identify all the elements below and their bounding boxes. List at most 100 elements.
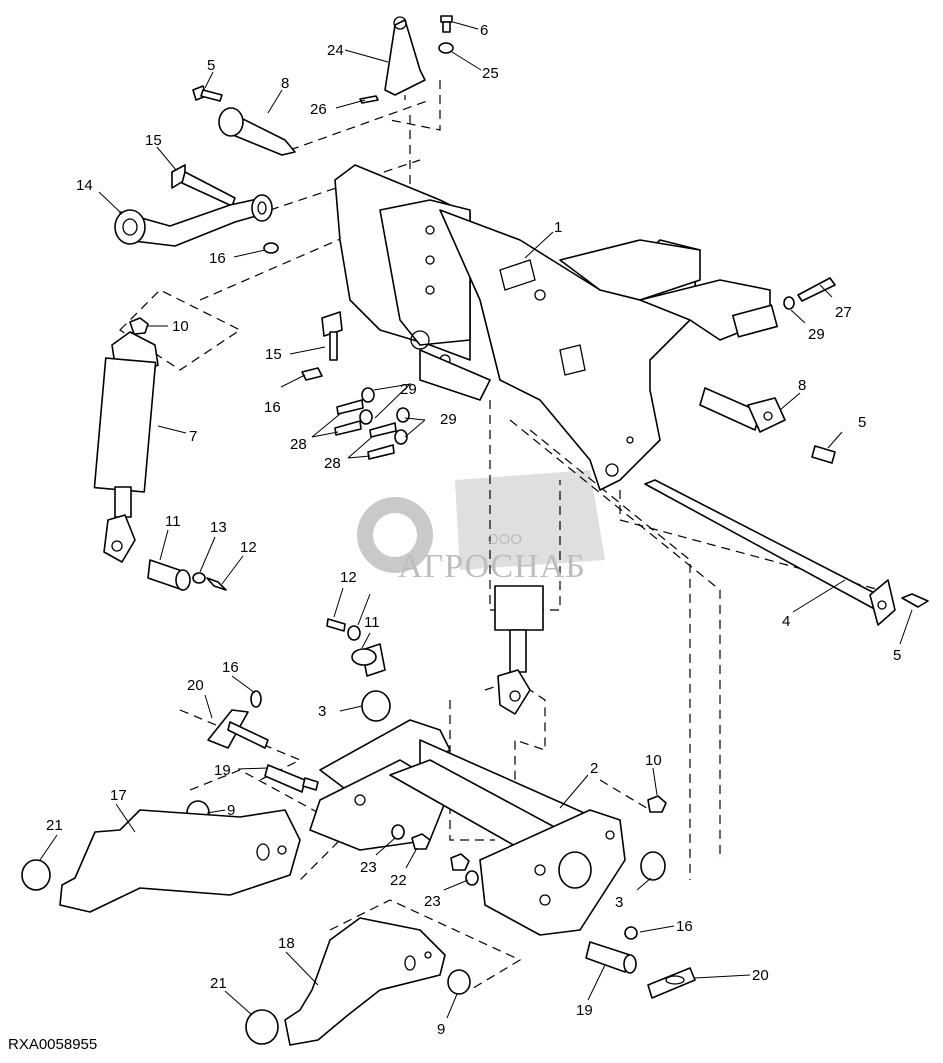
- part-10-nut-right: [647, 795, 667, 813]
- part-7-cylinder: [93, 331, 159, 563]
- part-5-bolt-right: [811, 445, 836, 464]
- callout-15: 15: [265, 346, 282, 363]
- callout-24: 24: [327, 42, 344, 59]
- part-10-nut-left: [129, 317, 149, 335]
- part-15-pin-mid: [321, 311, 343, 361]
- callout-1: 1: [554, 219, 562, 236]
- part-11-pin-left: [147, 559, 191, 591]
- callout-29: 29: [808, 326, 825, 343]
- part-12-bolt-left: [206, 577, 227, 591]
- callout-19: 19: [214, 762, 231, 779]
- callout-20: 20: [187, 677, 204, 694]
- part-12-washer-center: [347, 625, 361, 641]
- callout-21: 21: [46, 817, 63, 834]
- callout-11: 11: [364, 614, 380, 631]
- callout-10: 10: [645, 752, 662, 769]
- part-22-nut: [411, 833, 431, 850]
- part-3-bushing-right: [640, 851, 666, 881]
- callout-6: 6: [480, 22, 488, 39]
- part-18-lower-link: [284, 917, 446, 1046]
- callout-5: 5: [207, 57, 215, 74]
- callout-3: 3: [318, 703, 326, 720]
- callout-12: 12: [240, 539, 257, 556]
- part-6-bolt: [440, 15, 453, 33]
- watermark-text: ООО АГРОСНАБ: [398, 531, 586, 585]
- part-26-pin: [359, 95, 379, 104]
- part-4-long-pin: [644, 479, 896, 626]
- callout-26: 26: [310, 101, 327, 118]
- part-9-bushing-right: [447, 969, 471, 995]
- callout-11: 11: [165, 513, 181, 530]
- leader-lines: [39, 21, 913, 1019]
- part-2-rockshaft: [309, 719, 626, 936]
- callout-8: 8: [281, 75, 289, 92]
- part-23-washer-a: [391, 824, 405, 840]
- callout-2: 2: [590, 760, 598, 777]
- callout-5: 5: [893, 647, 901, 664]
- callout-16: 16: [264, 399, 281, 416]
- callout-5: 5: [858, 414, 866, 431]
- center-cylinder: [494, 585, 544, 715]
- part-27-bolt: [797, 277, 836, 302]
- part-14-top-link: [114, 194, 273, 247]
- part-8-pin-top: [218, 107, 296, 156]
- callout-23: 23: [424, 893, 441, 910]
- callout-4: 4: [782, 613, 790, 630]
- watermark-name: АГРОСНАБ: [398, 548, 586, 585]
- part-16-clip-left: [250, 690, 262, 708]
- callout-13: 13: [210, 519, 227, 536]
- callout-10: 10: [172, 318, 189, 335]
- part-8-pin-right: [699, 387, 786, 433]
- part-5-bolt-top: [192, 85, 223, 102]
- callout-16: 16: [222, 659, 239, 676]
- part-20-pin-left: [207, 709, 269, 749]
- callout-23: 23: [360, 859, 377, 876]
- callout-7: 7: [189, 428, 197, 445]
- callout-27: 27: [835, 304, 852, 321]
- watermark-prefix: ООО: [487, 531, 522, 548]
- part-29-washer-right: [783, 296, 795, 310]
- watermark-logo: [357, 470, 605, 573]
- callout-15: 15: [145, 132, 162, 149]
- part-11-pin-center: [351, 643, 386, 677]
- part-1-main-frame: [334, 164, 778, 491]
- callout-12: 12: [340, 569, 357, 586]
- part-13-washer: [192, 572, 206, 584]
- callout-21: 21: [210, 975, 227, 992]
- part-28-bolts: [334, 399, 397, 460]
- callout-18: 18: [278, 935, 295, 952]
- callout-22: 22: [390, 872, 407, 889]
- callout-19: 19: [576, 1002, 593, 1019]
- callout-28: 28: [290, 436, 307, 453]
- part-12-bolt-center: [326, 618, 346, 632]
- part-22-nut-b: [450, 853, 470, 871]
- part-16-clip-top: [263, 242, 279, 254]
- callout-9: 9: [437, 1021, 445, 1038]
- callout-9: 9: [227, 802, 235, 819]
- figure-code: RXA0058955: [8, 1036, 98, 1053]
- part-23-washer-b: [465, 870, 479, 886]
- part-20-pin-right: [647, 967, 696, 999]
- callout-14: 14: [76, 177, 93, 194]
- callout-20: 20: [752, 967, 769, 984]
- callout-8: 8: [798, 377, 806, 394]
- callout-16: 16: [209, 250, 226, 267]
- part-17-lower-link: [59, 809, 301, 913]
- part-3-bushing-top: [361, 690, 391, 722]
- callout-29: 29: [440, 411, 457, 428]
- callout-16: 16: [676, 918, 693, 935]
- part-19-pin-right: [585, 941, 637, 974]
- callout-29: 29: [400, 381, 417, 398]
- callout-25: 25: [482, 65, 499, 82]
- part-21-ball-left: [21, 859, 51, 891]
- part-5-bolt-far: [901, 593, 929, 608]
- part-21-ball-right: [245, 1009, 279, 1045]
- callout-28: 28: [324, 455, 341, 472]
- part-25-washer: [438, 42, 454, 54]
- part-16-clip-right: [624, 926, 638, 940]
- part-15-pin-top: [171, 164, 236, 207]
- part-19-pin-left: [264, 764, 319, 793]
- callout-labels: 24 6 25 26 5 8 15 14 16 1 27 29 10 15 16…: [46, 22, 901, 1038]
- callout-3: 3: [615, 894, 623, 911]
